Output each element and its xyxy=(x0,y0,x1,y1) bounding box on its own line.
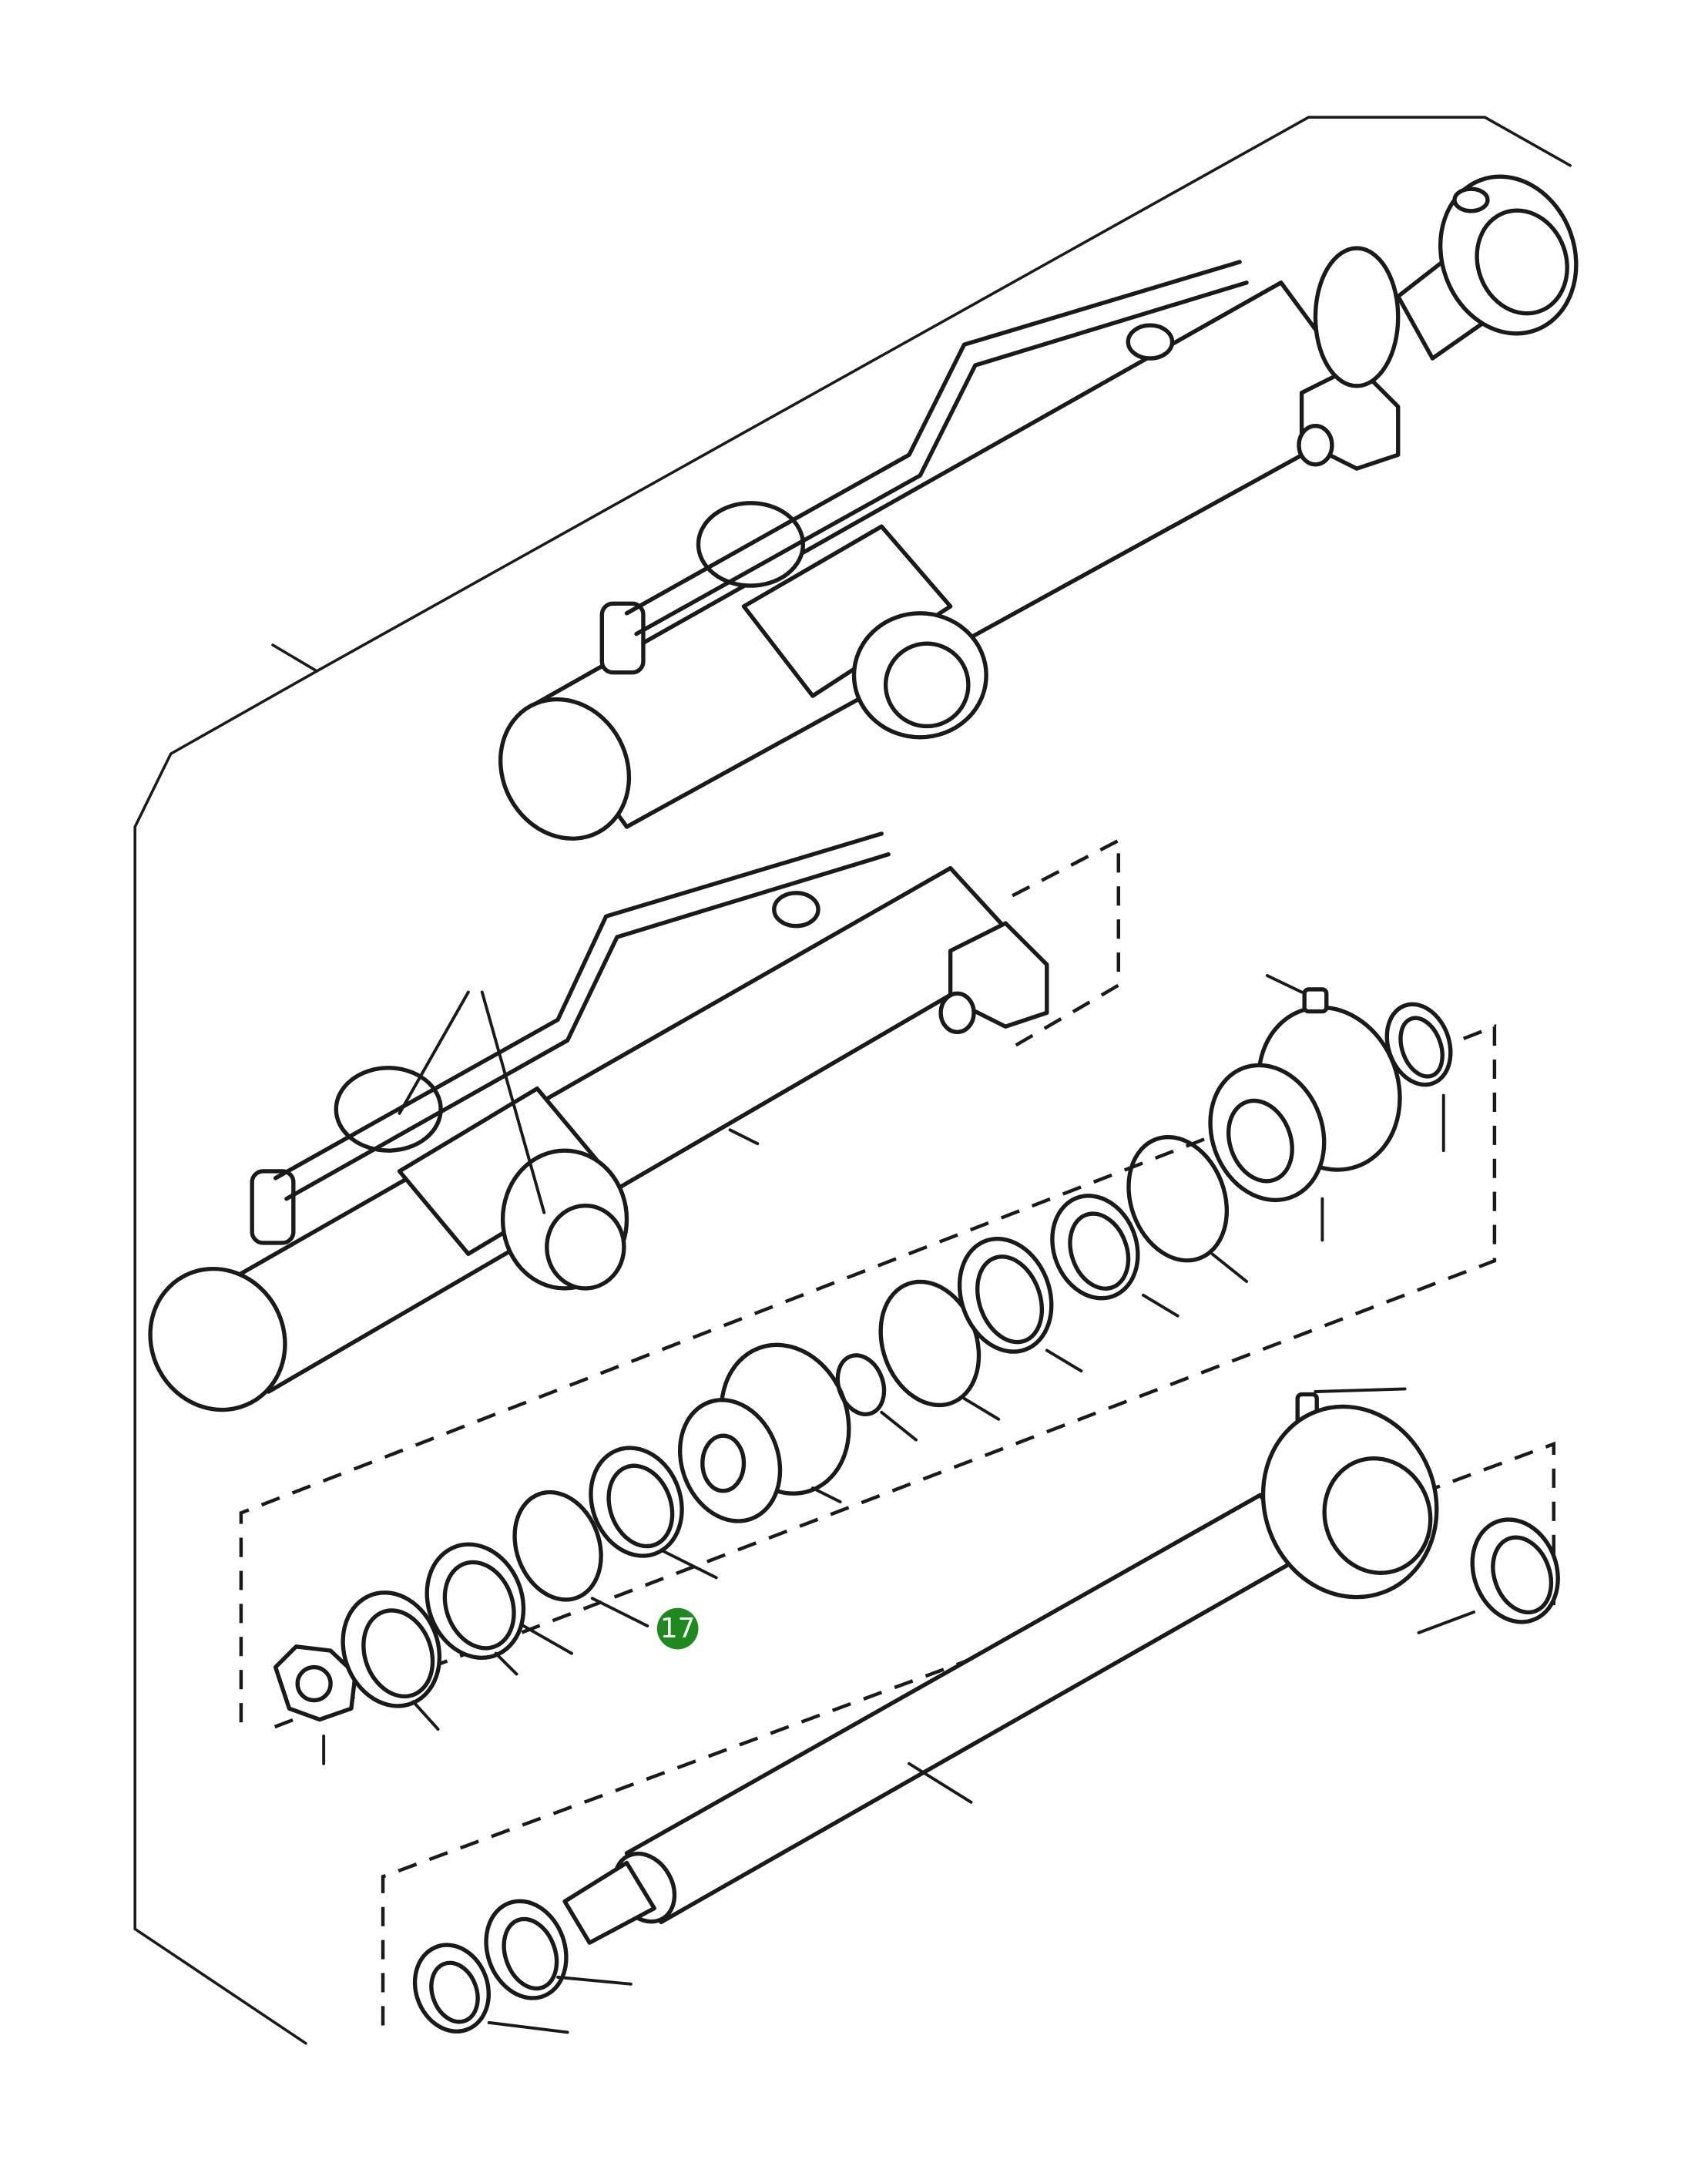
callout-label: 17 xyxy=(660,1613,696,1644)
cylinder-assembly-complete xyxy=(498,174,1579,841)
o-ring xyxy=(512,1490,603,1602)
wiper-seal xyxy=(484,1899,569,2000)
seal-ring xyxy=(957,1236,1054,1354)
cylinder-barrel xyxy=(148,831,1121,1412)
o-ring xyxy=(1126,1135,1230,1263)
bushing xyxy=(1470,1517,1560,1624)
seal-kit-group xyxy=(239,974,1497,1765)
assembly-boundary xyxy=(133,116,1572,2045)
o-ring xyxy=(835,1353,887,1416)
wiper-seal xyxy=(412,1943,491,2034)
piston-rod-group xyxy=(381,1387,1560,2034)
bushing xyxy=(1050,1194,1140,1301)
piston xyxy=(677,1342,851,1523)
part-callout-17[interactable]: 17 xyxy=(656,1607,699,1650)
gland xyxy=(1208,974,1402,1242)
